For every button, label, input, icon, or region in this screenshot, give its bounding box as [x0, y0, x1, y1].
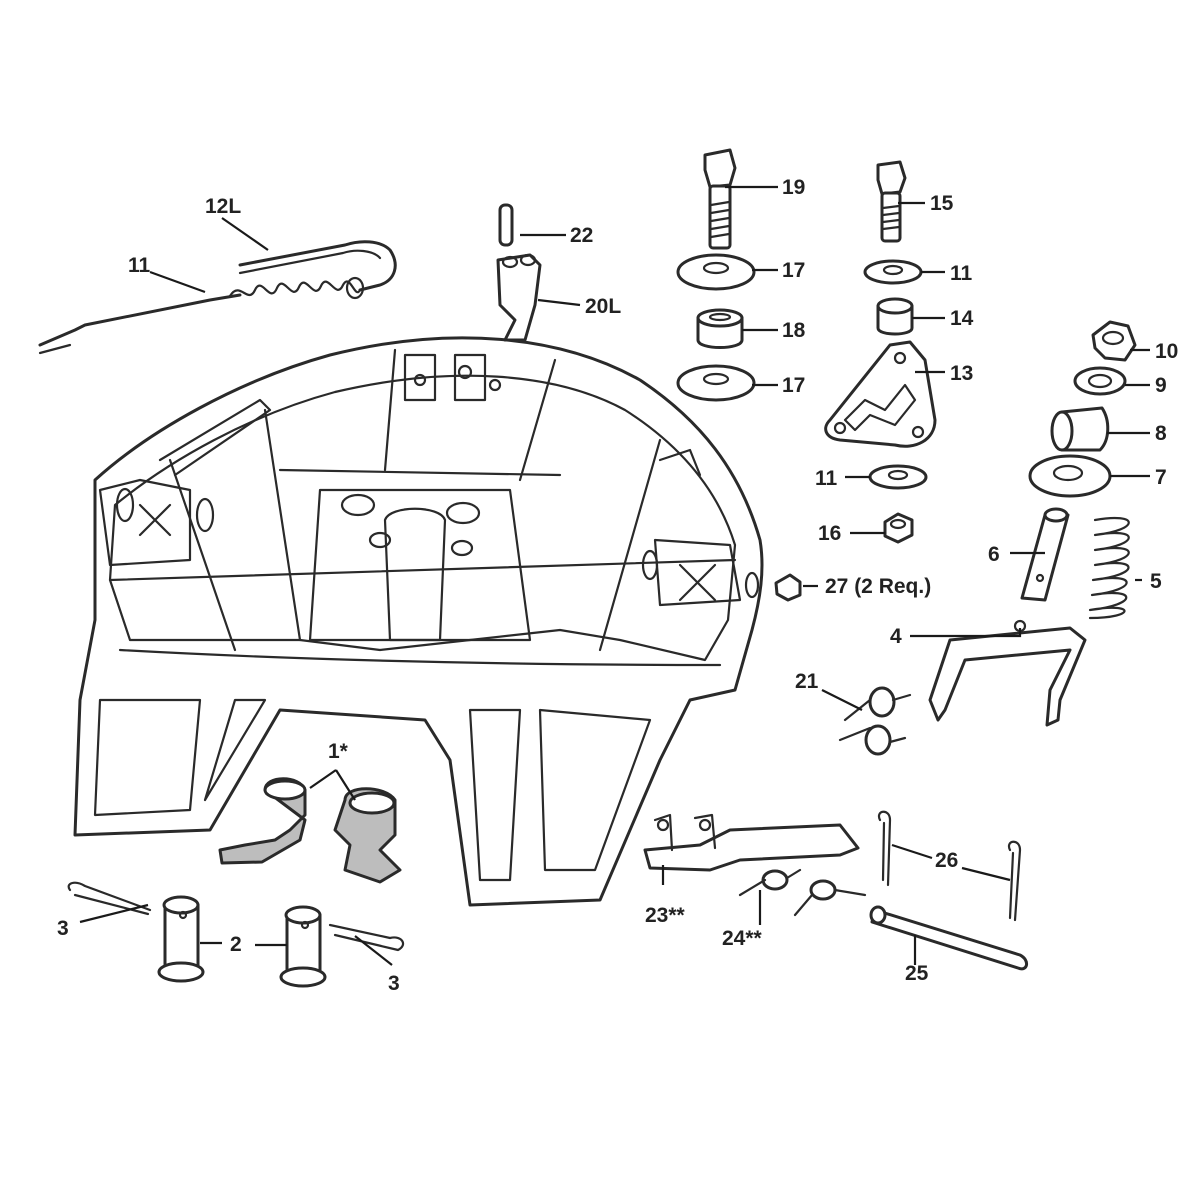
- part-26-cotter-pin-left: [877, 810, 892, 887]
- callout-11-handle-rod: 11: [128, 254, 151, 277]
- callout-23: 23**: [645, 904, 686, 927]
- part-2-clevis-pin-right: [279, 905, 327, 988]
- callout-7: 7: [1155, 466, 1167, 489]
- part-12l-release-handle: [238, 240, 397, 292]
- callout-5: 5: [1150, 570, 1162, 593]
- callout-1: 1*: [328, 740, 349, 763]
- part-23-bracket: [643, 813, 860, 872]
- part-2-clevis-pin-left: [157, 895, 205, 983]
- part-21-torsion-springs: [838, 686, 912, 756]
- part-14-spacer: [876, 297, 914, 336]
- callout-11-washer-lower: 11: [815, 467, 838, 490]
- part-3-cotter-pin-left: [67, 881, 152, 916]
- part-10-lock-nut: [1091, 320, 1137, 362]
- part-15-bolt: [876, 160, 907, 243]
- leader-lines: [79, 185, 1150, 966]
- fifth-wheel-top-plate: [73, 336, 764, 907]
- part-27-grease-fitting: [774, 573, 802, 602]
- callout-13: 13: [950, 362, 973, 385]
- part-22-pin: [498, 203, 514, 247]
- callout-2: 2: [230, 933, 242, 956]
- part-11-washer-lower: [868, 464, 928, 490]
- part-18-spacer-bushing: [696, 308, 744, 349]
- part-25-long-pin: [869, 905, 1028, 971]
- callout-12l: 12L: [205, 195, 241, 218]
- callout-10: 10: [1155, 340, 1178, 363]
- part-19-bolt: [703, 148, 737, 250]
- part-16-nut: [883, 512, 914, 544]
- part-6-plunger-pin: [1020, 507, 1070, 602]
- callout-17-upper: 17: [782, 259, 805, 282]
- part-11-handle-rod-with-spring: [38, 276, 365, 355]
- callout-25: 25: [905, 962, 929, 985]
- callout-21: 21: [795, 670, 819, 693]
- callout-6: 6: [988, 543, 1000, 566]
- part-5-compression-spring: [1088, 516, 1130, 620]
- part-20l-lock-lever: [496, 253, 542, 342]
- callout-3-right: 3: [388, 972, 400, 995]
- callout-8: 8: [1155, 422, 1167, 445]
- part-1-lock-jaws: [218, 777, 402, 884]
- part-13-lock-plate: [824, 340, 937, 448]
- callout-24: 24**: [722, 927, 763, 950]
- part-7-spring-seat: [1028, 454, 1112, 498]
- part-17-washer-lower: [676, 364, 756, 402]
- part-24-torsion-springs: [738, 868, 867, 917]
- callout-11-washer-upper: 11: [950, 262, 973, 285]
- callout-19: 19: [782, 176, 805, 199]
- part-17-washer-upper: [676, 253, 756, 291]
- part-9-washer: [1073, 366, 1127, 396]
- callout-15: 15: [930, 192, 954, 215]
- callout-17-lower: 17: [782, 374, 805, 397]
- callout-labels: 12L 11 22 20L 19 17 18 17 15 11 14 13 11…: [57, 176, 1178, 995]
- part-8-bushing: [1050, 406, 1110, 452]
- part-3-cotter-pin-right: [328, 923, 405, 952]
- callout-9: 9: [1155, 374, 1167, 397]
- callout-22: 22: [570, 224, 593, 247]
- callout-18: 18: [782, 319, 806, 342]
- callout-16: 16: [818, 522, 841, 545]
- part-26-cotter-pin-right: [1007, 840, 1022, 922]
- callout-27: 27 (2 Req.): [825, 575, 931, 598]
- callout-3-left: 3: [57, 917, 69, 940]
- part-11-washer-upper: [863, 259, 923, 285]
- callout-14: 14: [950, 307, 974, 330]
- callout-20l: 20L: [585, 295, 621, 318]
- callout-4: 4: [890, 625, 902, 648]
- callout-26: 26: [935, 849, 958, 872]
